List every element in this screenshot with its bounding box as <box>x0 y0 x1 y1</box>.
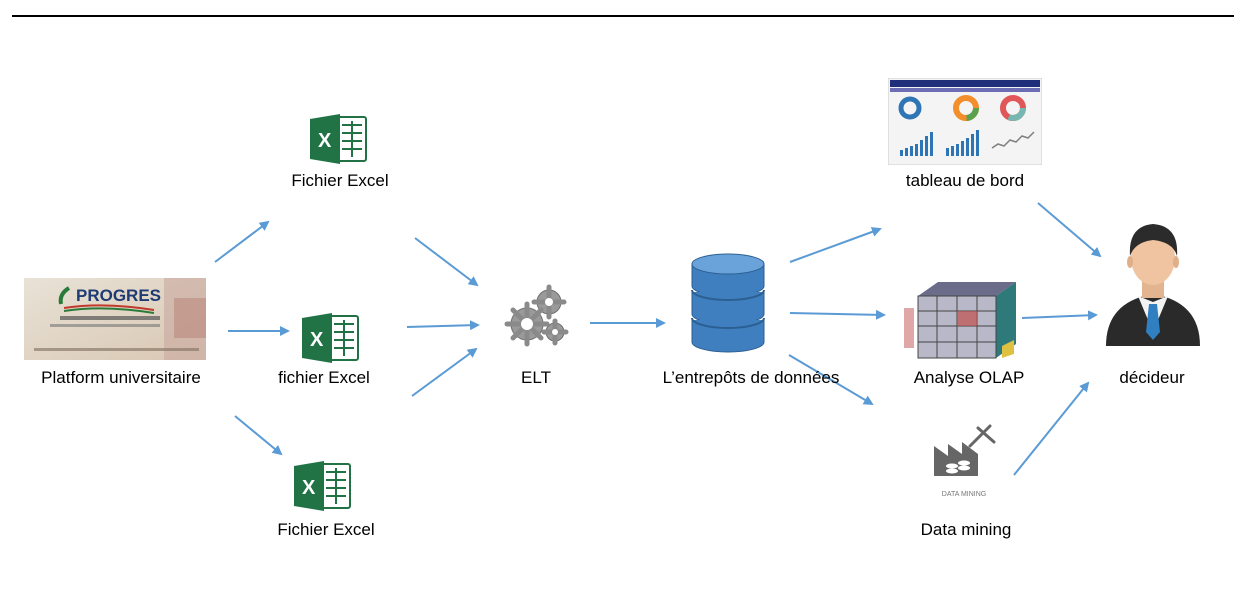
dashboard-label: tableau de bord <box>905 171 1025 190</box>
progres-logo: PROGRES <box>24 278 206 360</box>
arrow-platform-excel-top <box>214 220 270 263</box>
gears-icon <box>497 282 575 352</box>
datamining-label: Data mining <box>920 520 1012 539</box>
platform-label: Platform universitaire <box>41 368 201 387</box>
dashboard-thumbnail <box>887 77 1043 166</box>
excel-icon: X <box>302 312 360 364</box>
arrow-olap-decideur <box>1021 310 1098 321</box>
arrow-excel-top-elt <box>414 237 479 287</box>
arrow-warehouse-olap <box>789 309 886 320</box>
svg-text:X: X <box>310 329 324 351</box>
arrow-excel-bottom-elt <box>411 347 478 397</box>
elt-label: ELT <box>521 368 551 387</box>
database-icon <box>688 250 768 354</box>
svg-text:X: X <box>318 130 332 152</box>
arrow-warehouse-dashboard <box>789 227 882 263</box>
excel-mid-label: fichier Excel <box>278 368 370 387</box>
decideur-label: décideur <box>1119 368 1185 387</box>
excel-icon: X <box>310 113 368 165</box>
businessman-icon <box>1100 212 1206 346</box>
warehouse-label: L’entrepôts de données <box>662 368 840 387</box>
svg-text:X: X <box>302 477 316 499</box>
progres-logo-text: PROGRES <box>76 286 161 305</box>
arrow-datamining-decideur <box>1013 381 1090 476</box>
top-rule <box>12 15 1234 17</box>
arrow-excel-mid-elt <box>406 320 480 331</box>
data-mining-icon-text: DATA MINING <box>942 491 986 498</box>
arrow-warehouse-datamining <box>788 354 874 406</box>
olap-cube-icon <box>902 278 1018 360</box>
arrow-platform-excel-bottom <box>234 415 283 456</box>
data-mining-icon: DATA MINING <box>930 422 998 500</box>
excel-bottom-label: Fichier Excel <box>277 520 375 539</box>
olap-label: Analyse OLAP <box>913 368 1025 387</box>
arrow-dashboard-decideur <box>1037 202 1102 258</box>
excel-top-label: Fichier Excel <box>291 171 389 190</box>
excel-icon: X <box>294 460 352 512</box>
